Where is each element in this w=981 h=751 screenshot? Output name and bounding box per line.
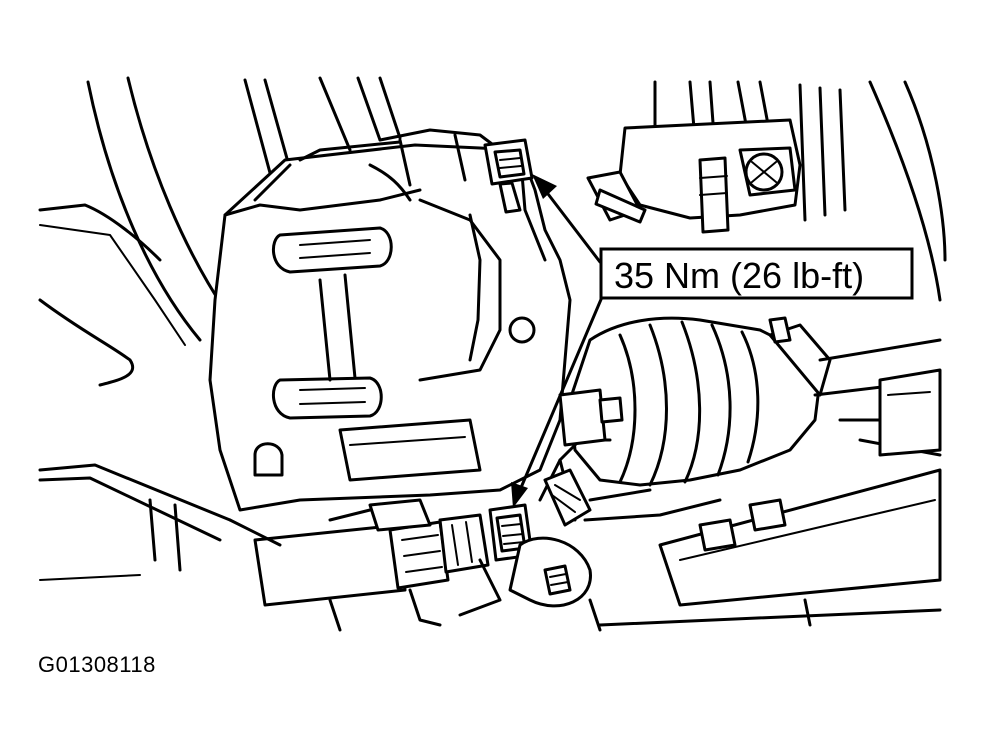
chassis-lower (38, 463, 942, 632)
lower-guide-assembly (253, 498, 534, 627)
suspension-background (653, 80, 947, 302)
figure-id: G01308118 (38, 652, 156, 677)
arrow-to-lower-bolt (511, 482, 528, 508)
lower-knuckle (508, 388, 624, 608)
upper-mount (586, 118, 802, 234)
callout-arrows (511, 174, 607, 508)
caliper-body (208, 128, 572, 512)
arrow-to-upper-bolt (532, 174, 557, 199)
torque-callout-label: 35 Nm (26 lb-ft) (614, 255, 864, 296)
cv-boot (568, 316, 942, 487)
lower-control-arm (583, 468, 942, 607)
upper-caliper-bolt (483, 138, 534, 214)
torque-callout: 35 Nm (26 lb-ft) (599, 247, 914, 300)
fender-outline (38, 76, 402, 387)
